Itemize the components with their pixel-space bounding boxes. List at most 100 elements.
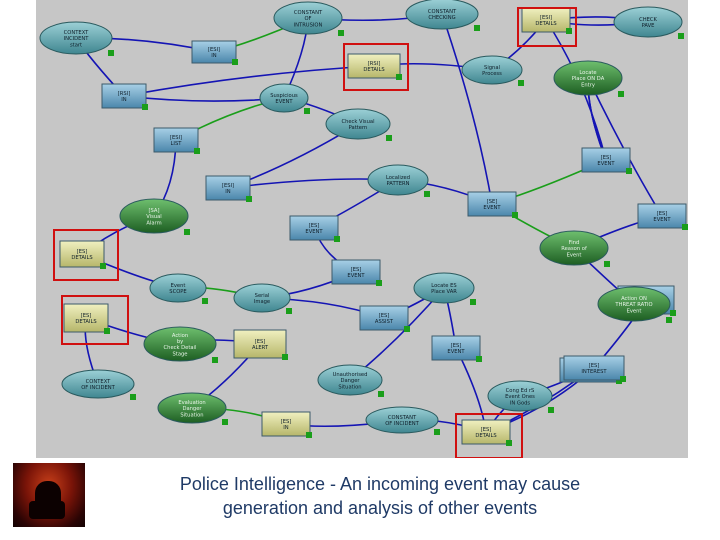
node-label: [ESI] (208, 47, 220, 53)
diagram-node-r7: [ES]EVENT (289, 215, 340, 242)
highlight-frame (455, 413, 523, 458)
node-port (104, 328, 110, 334)
process-ellipse-shape (273, 1, 343, 35)
caption-line-2: generation and analysis of other events (222, 498, 538, 518)
node-label: IN (211, 53, 217, 59)
node-port (604, 261, 610, 267)
node-label: [ES] (77, 249, 88, 255)
node-label: IN Gods (510, 400, 531, 406)
process-ellipse-shape (157, 392, 227, 424)
diagram-node-d2: [RSI]DETAILS (343, 43, 409, 91)
node-label: [ESI] (222, 183, 234, 189)
diagram-node-r3: [ESI]LIST (153, 127, 200, 154)
node-label: [ES] (601, 155, 612, 161)
diagram-node-d5: [ES]ALERT (233, 329, 288, 360)
node-label: Signal (484, 65, 500, 71)
node-label: Suspicious (270, 93, 298, 99)
node-port (682, 224, 688, 230)
process-ellipse-shape (367, 164, 429, 196)
node-label: [ES] (281, 419, 292, 425)
node-label: EVENT (653, 217, 671, 223)
node-port (202, 298, 208, 304)
node-port (548, 407, 554, 413)
diagram-node-r10: [ES]ASSIST (359, 305, 410, 332)
nebula-silhouette-base (29, 501, 65, 519)
node-port (474, 25, 480, 31)
node-label: [SA] (149, 208, 160, 214)
caption-line-1: Police Intelligence - An incoming event … (179, 474, 581, 494)
process-ellipse-shape (597, 286, 671, 322)
node-label: Cong Ed rS (506, 388, 535, 394)
node-label: ASSIST (375, 319, 394, 325)
node-label: Pattern (349, 125, 368, 131)
diagram-node-r4: [ESI]IN (205, 175, 252, 202)
process-ellipse-shape (325, 108, 391, 140)
detail-node-shape (461, 419, 511, 445)
highlight-frame (61, 295, 129, 345)
detail-node-shape (233, 329, 287, 359)
node-label: CONSTANT (388, 415, 417, 421)
node-label: [ES] (309, 223, 320, 229)
node-label: Locate ES (431, 283, 456, 289)
node-label: [ES] (351, 267, 362, 273)
node-label: [SE] (487, 199, 498, 205)
node-label: INTRUSION (294, 22, 323, 28)
node-label: PATTERN (387, 181, 410, 187)
node-label: OF (304, 16, 311, 22)
diagram-node-r9: [ES]EVENT (331, 259, 382, 286)
event-box-shape (331, 259, 381, 285)
diagram-node-r8: [ES]EVENT (637, 203, 688, 230)
node-port (194, 148, 200, 154)
node-label: CONTEXT (64, 30, 89, 36)
node-label: Event (627, 308, 642, 314)
node-label: Event (567, 252, 582, 258)
node-label: Locate (579, 70, 596, 76)
node-port (222, 419, 228, 425)
process-ellipse-shape (259, 83, 309, 113)
node-label: THREAT RATIO (614, 302, 652, 308)
process-ellipse-shape (553, 60, 623, 96)
node-port (338, 30, 344, 36)
node-port (512, 212, 518, 218)
diagram-node-r6: [SE]EVENT (467, 191, 518, 218)
diagram-node-d4: [ES]DETAILS (61, 295, 129, 345)
event-box-shape (101, 83, 147, 109)
node-label: LIST (171, 141, 183, 147)
detail-node-shape (521, 7, 571, 33)
node-port (678, 33, 684, 39)
node-label: CONSTANT (428, 9, 457, 15)
node-label: CONTEXT (86, 379, 111, 385)
node-port (386, 135, 392, 141)
node-port (626, 168, 632, 174)
node-label: [ESI] (540, 15, 552, 21)
node-port (670, 310, 676, 316)
node-label: Process (482, 71, 502, 77)
event-box-shape (359, 305, 409, 331)
node-port (470, 299, 476, 305)
connection-arrow (123, 65, 375, 99)
event-box-shape (289, 215, 339, 241)
node-port (130, 394, 136, 400)
node-label: Check Visual (341, 119, 374, 125)
node-port (108, 50, 114, 56)
event-box-shape (153, 127, 199, 153)
process-ellipse-shape (143, 326, 217, 362)
node-label: OF INCIDENT (81, 385, 115, 391)
node-port (246, 196, 252, 202)
node-label: [ES] (481, 427, 492, 433)
node-port (376, 280, 382, 286)
process-ellipse-shape (233, 283, 291, 313)
node-label: EVENT (447, 349, 465, 355)
process-ellipse-shape (405, 0, 479, 30)
